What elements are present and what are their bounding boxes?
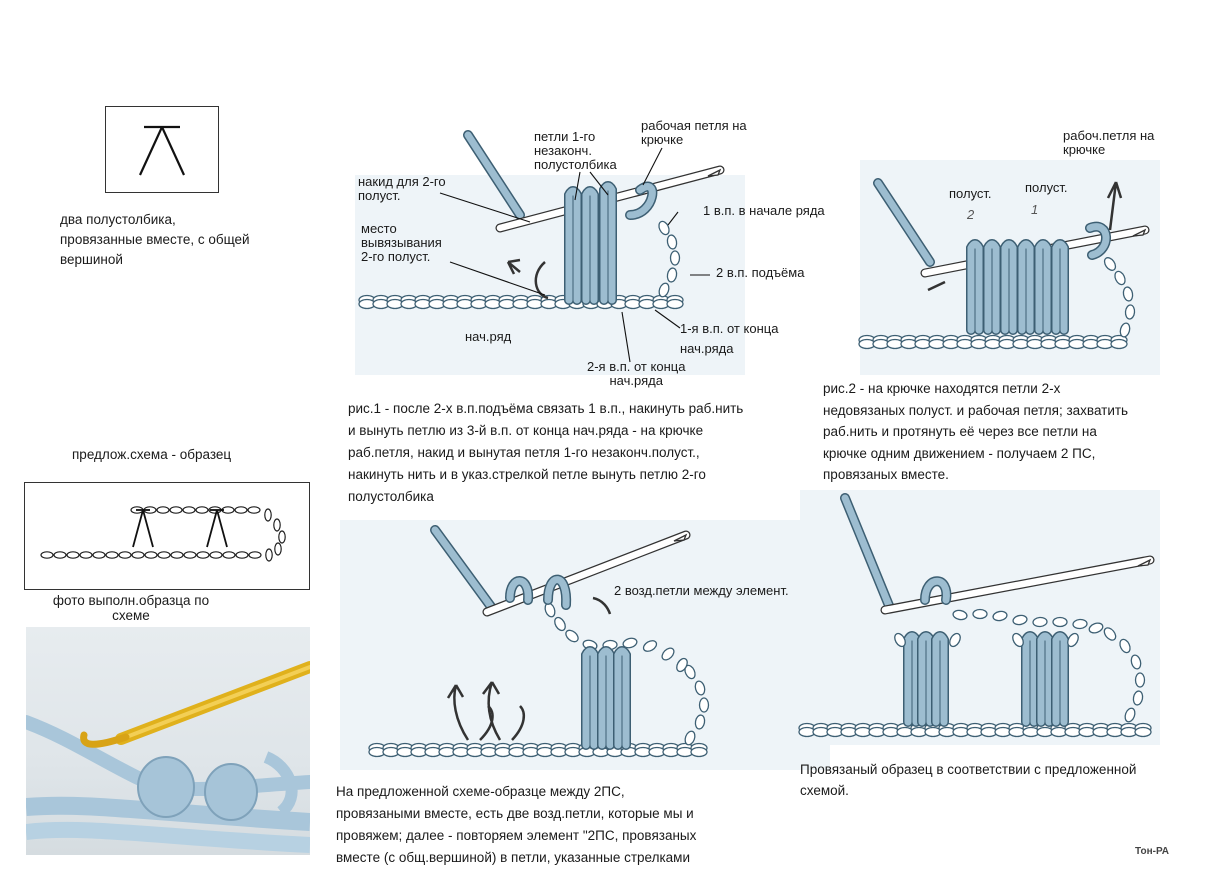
fig1-leader-first: [654, 309, 681, 329]
fig3-hook: [482, 530, 691, 617]
fig4-turning-chain: [1103, 627, 1146, 723]
scheme-box: [24, 482, 310, 590]
signature: Тон-РА: [1135, 846, 1169, 857]
fig3-dashed-1: [479, 705, 494, 741]
fig2-loop-1: [966, 239, 984, 335]
fig3-working-yarn: [430, 525, 497, 613]
fig3-cluster-loop-1: [581, 646, 599, 750]
fig2-foundation-chain: [858, 334, 1128, 350]
fig1-leader-working-loop: [642, 147, 663, 186]
fig4-working-yarn: [840, 493, 895, 613]
scheme-hdc2tog-1-icon: [132, 509, 154, 548]
fig2-label-hdc1: полуст.: [1025, 180, 1068, 195]
fig2-label-hdc1-num: 1: [1031, 202, 1039, 217]
fig1-label-second-from-end: 2-я в.п. от конца нач.ряда: [587, 359, 686, 388]
fig2-loop-2: [983, 239, 1001, 335]
fig1-caption: рис.1 - после 2-х в.п.подъёма связать 1 …: [348, 401, 744, 504]
hdc2tog-symbol-icon: [139, 125, 185, 176]
fig1-leader-yarn-over: [439, 192, 531, 223]
fig3-turning-chain: [684, 664, 710, 746]
fig3-ch-bracket: [592, 596, 612, 615]
fig3-cluster-loop-2: [597, 646, 615, 750]
fig2-up-arrow: [1106, 181, 1123, 231]
fig1-loop-b: [581, 186, 599, 305]
fig1-working-loop: [625, 181, 658, 220]
fig3-cluster-loop-3: [613, 646, 631, 750]
fig2-dashed-arrow: [927, 280, 946, 292]
fig2-loop-4: [1017, 239, 1035, 335]
fig1-place-arrow: [534, 261, 549, 300]
fig1-label-first-from-end: 1-я в.п. от конца нач.ряда: [680, 321, 779, 356]
fig1-label-place: место вывязывания 2-го полуст.: [361, 221, 442, 264]
fig1-label-ch2: 2 в.п. подъёма: [716, 265, 805, 280]
fig1-loop-a: [564, 186, 582, 305]
fig1-leader-place: [449, 261, 546, 296]
fig4-cluster1-loop-3: [931, 631, 949, 727]
photo-sample-image: [26, 661, 310, 853]
scheme-hdc2tog-2-icon: [206, 509, 228, 548]
fig4-cluster1-top: [894, 632, 961, 648]
scheme-diagram: [40, 506, 286, 562]
scheme-bottom-chain: [40, 551, 262, 559]
fig3-arrow-2: [482, 681, 502, 741]
fig1-label-yarn-over: накид для 2-го полуст.: [358, 174, 446, 203]
fig1-label-loops: петли 1-го незаконч. полустолбика: [534, 129, 617, 172]
fig2-label-hdc2: полуст.: [949, 186, 992, 201]
fig1-foundation-chain: [358, 294, 684, 310]
scheme-title: предлож.схема - образец: [72, 447, 232, 462]
fig4-foundation-chain: [798, 722, 1152, 738]
fig3-second-loop: [543, 574, 572, 610]
fig1-leader-loops-b: [589, 171, 609, 196]
sample-photo: [26, 627, 310, 855]
fig1-leader-ch1: [667, 211, 679, 226]
fig2-turning-chain: [1103, 257, 1136, 338]
fig2-label-hdc2-num: 2: [967, 207, 975, 222]
fig4-cluster2-top: [1012, 632, 1079, 648]
fig2-label-working-loop: рабоч.петля на крючке: [1063, 128, 1155, 157]
fig2-loop-3: [1000, 239, 1018, 335]
fig1-working-yarn: [463, 130, 525, 220]
fig4-top-chain: [952, 608, 1104, 634]
fig4-cluster2-loop-3: [1051, 631, 1069, 727]
fig1-label-ch1: 1 в.п. в начале ряда: [703, 203, 825, 218]
fig1-leader-loops-a: [574, 171, 581, 201]
fig1-panel: [355, 175, 745, 375]
fig3-dashed-2: [511, 705, 526, 741]
fig4-cluster2-loop-1: [1021, 631, 1039, 727]
fig2-caption: рис.2 - на крючке находятся петли 2-х не…: [823, 381, 1129, 482]
fig2-loop-6: [1051, 239, 1069, 335]
fig4-working-loop: [920, 576, 952, 605]
fig1-loop-c: [599, 181, 617, 305]
scheme-turning-chain: [264, 508, 286, 562]
fig3-working-loop: [505, 576, 534, 605]
fig3-label-ch: 2 возд.петли между элемент.: [614, 583, 789, 598]
fig1-arrow: [506, 258, 521, 275]
fig1-leader-second: [621, 311, 631, 363]
fig4-cluster1-loop-2: [917, 631, 935, 727]
symbol-caption: два полустолбика, провязанные вместе, с …: [60, 212, 250, 267]
fig1-turning-chain: [658, 220, 681, 298]
fig2-working-yarn: [873, 178, 935, 267]
fig4-caption: Провязаный образец в соответствии с пред…: [800, 762, 1137, 798]
fig3-arrow-1: [446, 684, 470, 741]
fig3-caption: На предложенной схеме-образце между 2ПС,…: [336, 784, 697, 865]
fig1-label-working-loop: рабочая петля на крючке: [641, 118, 747, 147]
fig1-label-start-row: нач.ряд: [465, 329, 512, 344]
symbol-box: [105, 106, 219, 193]
photo-caption: фото выполн.образца по схеме: [52, 593, 210, 623]
fig2-loop-5: [1034, 239, 1052, 335]
fig2-working-loop: [1085, 221, 1111, 260]
fig4-cluster1-loop-1: [903, 631, 921, 727]
fig4-cluster2-loop-2: [1036, 631, 1054, 727]
fig3-foundation-chain: [368, 742, 708, 758]
